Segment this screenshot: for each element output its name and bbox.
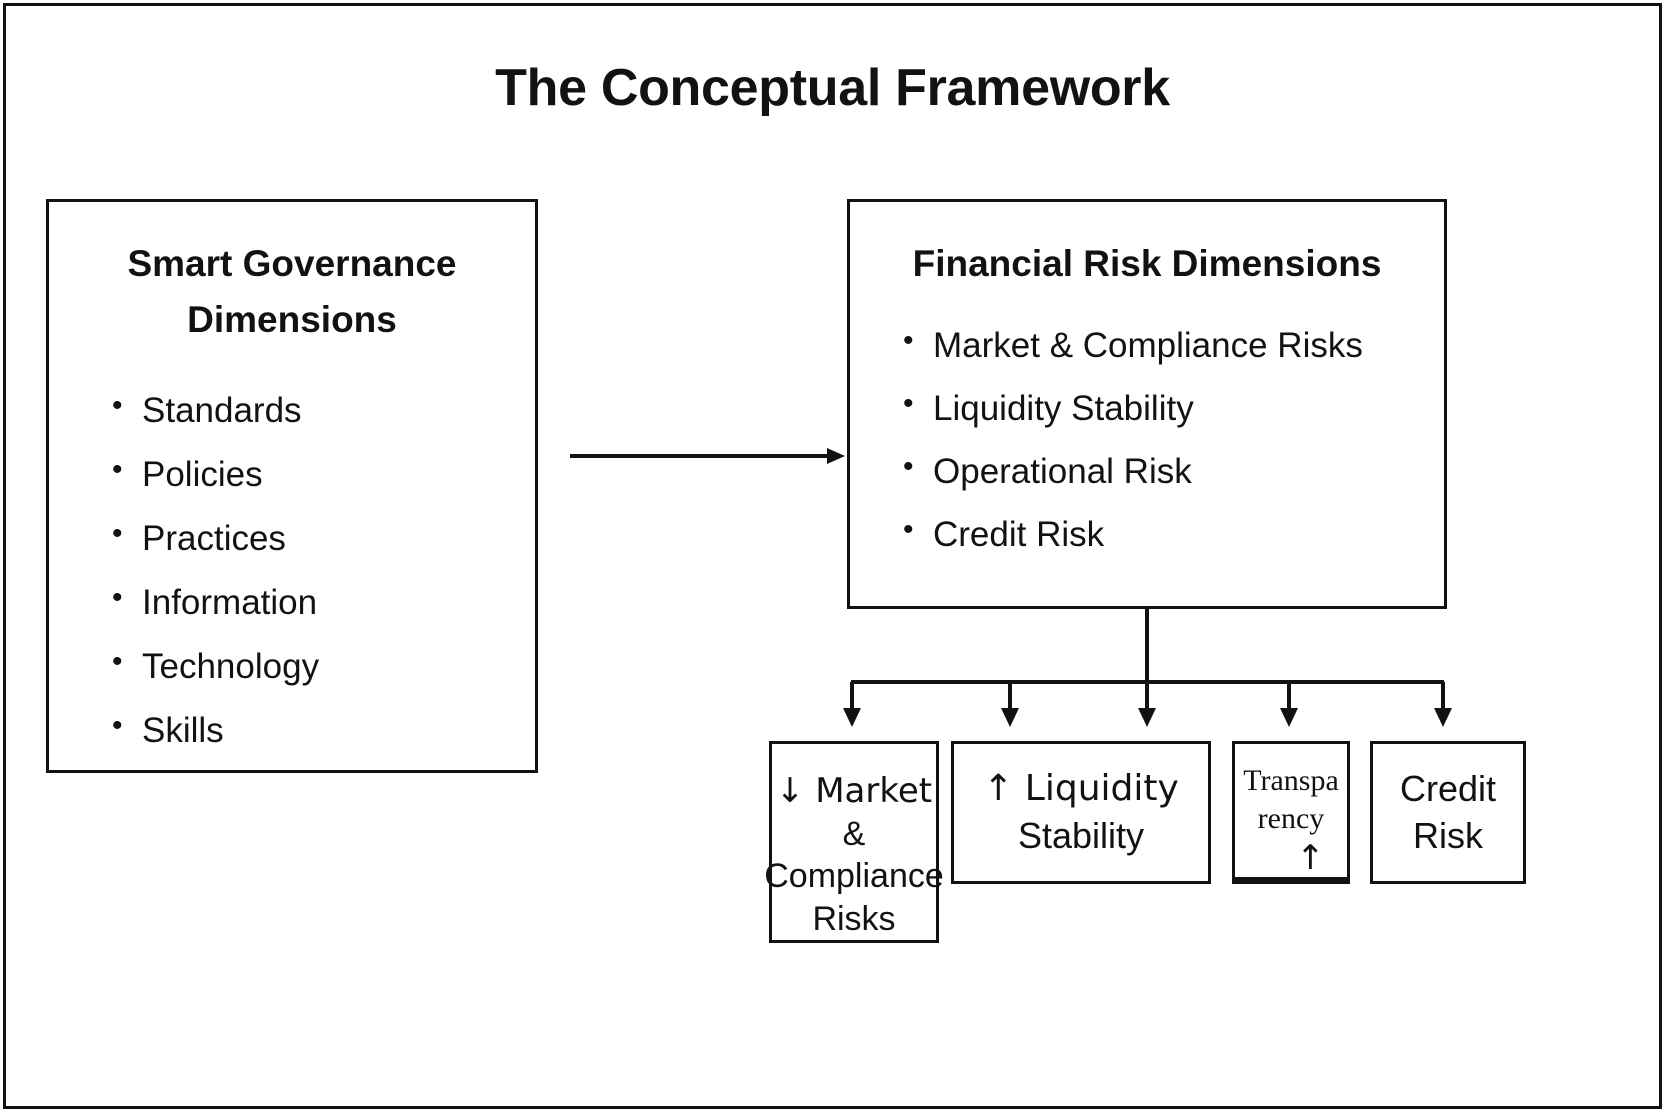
outcome-box-transparency: Transpa rency ↑ [1232, 741, 1350, 884]
list-item: Credit Risk [895, 515, 1444, 552]
risk-box-heading: Financial Risk Dimensions [912, 243, 1382, 284]
down-arrow-4 [1280, 682, 1298, 727]
outcome-box-credit-risk: Credit Risk [1370, 741, 1526, 884]
list-item: Technology [104, 647, 535, 684]
outcome-line-2: rency [1257, 801, 1325, 835]
outcome-line-2: & [842, 814, 866, 853]
down-arrow-5 [1434, 682, 1452, 727]
smart-governance-dimensions-box: Smart Governance Dimensions Standards Po… [46, 199, 538, 773]
outcome-line-1: Credit [1399, 767, 1497, 809]
financial-risk-dimensions-box: Financial Risk Dimensions Market & Compl… [847, 199, 1447, 609]
list-item: Market & Compliance Risks [895, 326, 1444, 363]
outcome-box-liquidity-stability: ↑ Liquidity Stability [951, 741, 1211, 884]
up-arrow-icon: ↑ [1296, 838, 1325, 878]
governance-dimension-list: Standards Policies Practices Information… [104, 391, 535, 748]
financial-risk-list: Market & Compliance Risks Liquidity Stab… [895, 326, 1444, 552]
page-title: The Conceptual Framework [495, 59, 1170, 117]
down-arrow-1 [843, 682, 861, 727]
down-arrow-3 [1138, 682, 1156, 727]
arrow-governance-to-risk [570, 448, 845, 464]
list-item: Standards [104, 391, 535, 428]
outcome-line-1: Transpa [1243, 764, 1339, 797]
outcome-line-2: Risk [1413, 814, 1483, 856]
outcome-line-4: Risks [812, 899, 896, 938]
list-item: Information [104, 583, 535, 620]
list-item: Policies [104, 455, 535, 492]
down-arrow-2 [1001, 682, 1019, 727]
outcome-line-1: ↑ Liquidity [983, 767, 1179, 809]
list-item: Practices [104, 519, 535, 556]
list-item: Operational Risk [895, 452, 1444, 489]
list-item: Liquidity Stability [895, 389, 1444, 426]
governance-box-heading: Smart Governance Dimensions [127, 243, 457, 340]
outcome-line-1: ↓ Market [775, 771, 933, 811]
outcome-line-2: Stability [1017, 814, 1145, 856]
list-item: Skills [104, 711, 535, 748]
outcome-line-3: Compliance [764, 857, 944, 895]
outcome-box-market-compliance-risks: ↓ Market & Compliance Risks [764, 741, 944, 943]
